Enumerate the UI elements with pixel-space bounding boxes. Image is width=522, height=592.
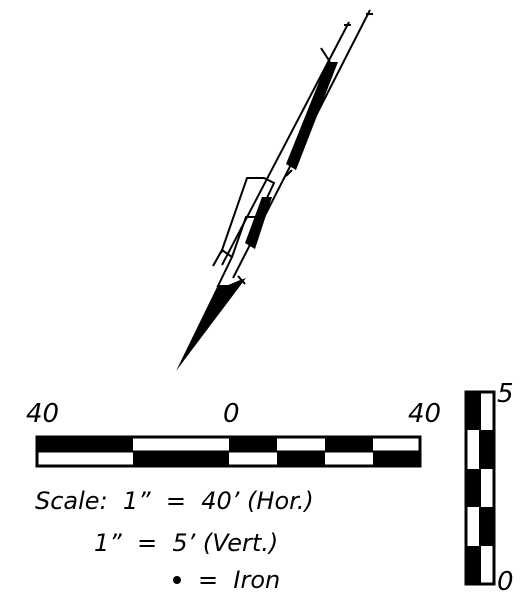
legend-vertical-scale: 1” = 5’ (Vert.): [94, 529, 278, 557]
upper-band: [286, 62, 338, 170]
upper-tick: [320, 47, 331, 63]
middle-frame: [220, 177, 276, 258]
scale-right-label: 40: [408, 399, 441, 429]
iron-marker-icon: [173, 576, 181, 584]
vertical-scale-bar: [464, 390, 496, 586]
horizontal-scale-bar: [35, 435, 422, 468]
vertical-top-label: 5: [497, 379, 514, 409]
scale-center-label: 0: [223, 399, 240, 429]
lower-tick: [237, 275, 246, 285]
middle-strip: [245, 197, 272, 249]
vertical-bottom-label: 0: [497, 567, 514, 592]
legend-horizontal-scale: Scale: 1” = 40’ (Hor.): [35, 487, 314, 515]
lower-bracket: [212, 248, 241, 287]
legend-iron: = Iron: [198, 566, 280, 592]
middle-tick: [285, 169, 293, 177]
right-line-a: [232, 9, 371, 279]
profile-figure: [176, 9, 373, 371]
scale-left-label: 40: [26, 399, 59, 429]
lower-wedge: [176, 278, 246, 371]
